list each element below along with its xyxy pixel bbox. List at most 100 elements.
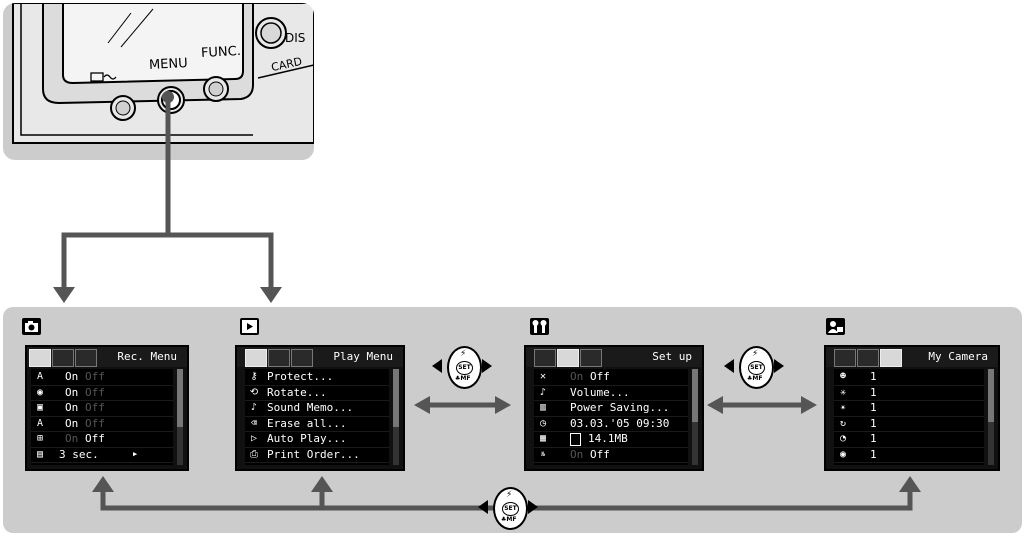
selftimer-sound-icon: ◔ <box>839 433 847 444</box>
card-icon <box>570 433 581 446</box>
macro-mf-icon: ♣MF <box>501 516 517 523</box>
set-button[interactable]: SET <box>748 361 765 375</box>
startup-image-icon: ✳ <box>839 386 847 398</box>
list-item[interactable]: ♪Sound Memo... <box>245 400 389 417</box>
set-button[interactable]: SET <box>502 502 519 516</box>
print-icon: ⎙ <box>250 448 258 460</box>
rotate-icon: ⟲ <box>249 386 259 398</box>
clock-icon: ◷ <box>539 417 547 429</box>
control-dial[interactable]: ⚡ SET ♣MF <box>478 486 538 530</box>
camera-icon <box>22 318 41 335</box>
tab-mycamera[interactable] <box>880 349 902 367</box>
scrollbar[interactable] <box>988 369 994 465</box>
mycamera-menu-screen: My Camera ☻1 ✳1 ✴1 ↻1 ◔1 ◉1 <box>824 345 1000 471</box>
list-item[interactable]: ✳1 <box>834 385 984 401</box>
autoplay-icon: ▷ <box>250 433 258 444</box>
menu-title: My Camera <box>928 350 988 363</box>
control-dial[interactable]: ⚡ SET ♣MF <box>724 345 784 389</box>
list-item[interactable]: ◉ On Off <box>31 385 173 401</box>
play-icon <box>240 318 259 335</box>
tab-mycamera[interactable] <box>291 349 313 367</box>
tab-mycamera[interactable] <box>580 349 602 367</box>
aiaf-icon: A <box>36 371 44 382</box>
list-item[interactable]: ▦14.1MB <box>534 431 688 448</box>
list-item[interactable]: ♪Volume... <box>534 385 688 401</box>
tab-setup[interactable] <box>557 349 579 367</box>
list-item[interactable]: ▷Auto Play... <box>245 431 389 448</box>
list-item[interactable]: ▥Power Saving... <box>534 400 688 417</box>
menu-list: ☻1 ✳1 ✴1 ↻1 ◔1 ◉1 <box>834 369 984 465</box>
arrow-to-play <box>260 287 282 303</box>
tab-play[interactable] <box>245 349 267 367</box>
list-item[interactable]: ↻1 <box>834 416 984 432</box>
disp-button-label: DIS <box>285 31 306 45</box>
list-item[interactable]: ✴1 <box>834 400 984 417</box>
tab-play[interactable] <box>834 349 856 367</box>
list-item[interactable]: ⚷Protect... <box>245 369 389 386</box>
tab-mycamera[interactable] <box>75 349 97 367</box>
arrow-right <box>801 396 817 414</box>
arrow-up-to-mycamera <box>899 476 921 492</box>
control-dial[interactable]: ⚡ SET ♣MF <box>432 345 492 389</box>
scroll-right-indicator: ▶ <box>133 449 138 458</box>
power-saving-icon: ▥ <box>539 402 547 413</box>
tab-setup[interactable] <box>857 349 879 367</box>
mute-icon: ✕ <box>539 371 547 382</box>
set-button[interactable]: SET <box>456 361 473 375</box>
tab-setup[interactable] <box>268 349 290 367</box>
play-menu-screen: Play Menu ⚷Protect... ⟲Rotate... ♪Sound … <box>235 345 405 471</box>
menu-list: ⚷Protect... ⟲Rotate... ♪Sound Memo... ⌫E… <box>245 369 389 465</box>
tab-play[interactable] <box>534 349 556 367</box>
list-item[interactable]: ⊞ On Off <box>31 431 173 448</box>
list-item[interactable]: ⎙Print Order... <box>245 447 389 463</box>
wrench-icon <box>530 318 549 335</box>
scrollbar[interactable] <box>692 369 698 465</box>
arrow-up-to-play <box>311 476 333 492</box>
grid-icon: ⊞ <box>36 433 44 444</box>
arrow-right <box>495 396 511 414</box>
format-icon: ▦ <box>539 433 547 444</box>
macro-mf-icon: ♣MF <box>747 375 763 382</box>
list-item[interactable]: ☻1 <box>834 369 984 386</box>
list-item[interactable]: ⌫Erase all... <box>245 416 389 432</box>
menu-title: Play Menu <box>333 350 393 363</box>
tab-rec[interactable] <box>29 349 51 367</box>
arrow-left <box>707 396 723 414</box>
list-item[interactable]: A On Off <box>31 416 173 432</box>
arrow-to-rec <box>53 287 75 303</box>
shutter-sound-icon: ◉ <box>839 448 847 460</box>
key-icon: ⚷ <box>250 371 258 382</box>
list-item[interactable]: ▤ 3 sec. ▶ <box>31 447 173 463</box>
file-number-icon: № <box>541 450 545 458</box>
scrollbar[interactable] <box>177 369 183 465</box>
flash-icon: ⚡ <box>460 349 467 359</box>
menu-title: Rec. Menu <box>117 350 177 363</box>
mic-icon: ♪ <box>250 402 258 413</box>
list-item[interactable]: ▣ On Off <box>31 400 173 417</box>
scrollbar[interactable] <box>393 369 399 465</box>
theme-icon: ☻ <box>839 371 847 382</box>
af-assist-icon: A <box>36 417 44 429</box>
menu-title: Set up <box>652 350 692 363</box>
rec-menu-screen: Rec. Menu A On Off ◉ On Off ▣ On Off A O… <box>25 345 189 471</box>
volume-icon: ♪ <box>539 386 547 398</box>
split-line <box>61 232 274 290</box>
list-item[interactable]: ◔1 <box>834 431 984 448</box>
tab-setup[interactable] <box>52 349 74 367</box>
my-camera-icon <box>826 318 845 335</box>
start-sound-icon: ✴ <box>839 402 847 413</box>
erase-icon: ⌫ <box>250 417 258 429</box>
list-item[interactable]: ◷03.03.'05 09:30 <box>534 416 688 432</box>
display-icon: ▤ <box>36 448 44 460</box>
list-item[interactable]: ⟲Rotate... <box>245 385 389 401</box>
macro-mf-icon: ♣MF <box>455 375 471 382</box>
list-item[interactable]: A On Off <box>31 369 173 386</box>
operation-sound-icon: ↻ <box>839 417 847 429</box>
list-item[interactable]: ◉1 <box>834 447 984 463</box>
